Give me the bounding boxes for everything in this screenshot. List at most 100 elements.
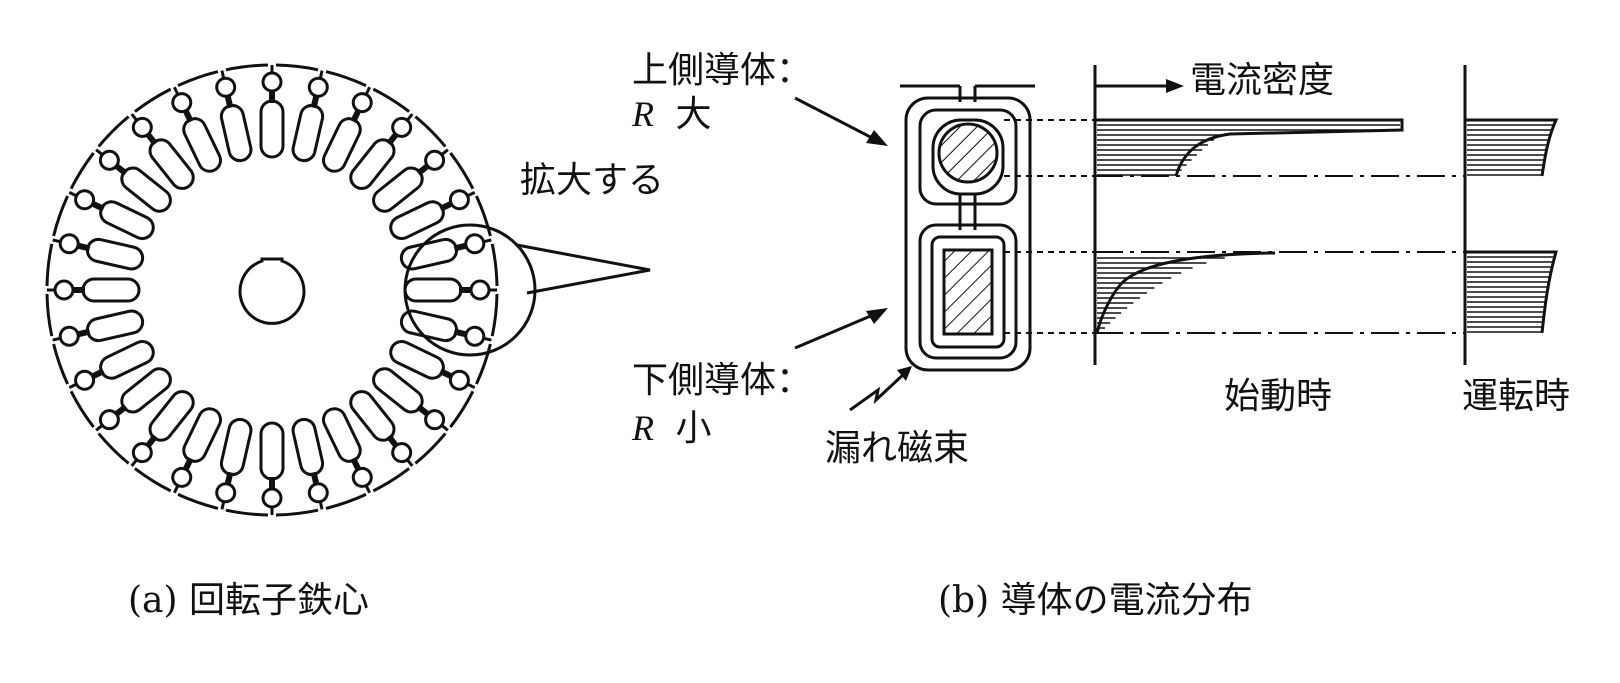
slot-lower-bar bbox=[81, 277, 141, 303]
slot-upper-bar bbox=[53, 279, 75, 301]
upper-slot-wall bbox=[918, 108, 1018, 206]
running-lower-edge bbox=[1465, 250, 1558, 334]
lower-r-symbol: R bbox=[631, 408, 654, 448]
slot-neck bbox=[269, 477, 275, 489]
rotor-slot bbox=[403, 277, 497, 303]
rotor-slot bbox=[68, 189, 155, 241]
slot-opening bbox=[52, 336, 61, 342]
upper-r-symbol: R bbox=[631, 94, 654, 134]
rotor-slot bbox=[321, 407, 373, 494]
slot-upper-bar bbox=[215, 76, 237, 98]
rotor-slot bbox=[130, 113, 195, 190]
slot-lower-bar bbox=[372, 367, 424, 414]
rotor-slot bbox=[52, 233, 145, 271]
slot-opening bbox=[440, 424, 449, 432]
upper-conductor-arrowhead bbox=[866, 130, 888, 146]
slot-opening bbox=[483, 238, 492, 244]
slot-opening bbox=[68, 191, 78, 198]
current-density-arrowhead bbox=[1166, 79, 1184, 93]
upper-conductor-resistance: R 大 bbox=[631, 94, 711, 135]
slot-upper-bar bbox=[307, 482, 329, 504]
running-label: 運転時 bbox=[1462, 376, 1570, 417]
slot-opening bbox=[130, 458, 138, 467]
rotor-slot bbox=[171, 86, 223, 173]
slot-lower-bar bbox=[389, 339, 445, 380]
rotor-core bbox=[45, 63, 499, 517]
rotor-slot bbox=[130, 390, 195, 467]
slot-lower-bar bbox=[120, 166, 172, 213]
slot-upper-bar bbox=[261, 487, 283, 509]
rotor-slot bbox=[389, 339, 476, 391]
rotor-slot bbox=[372, 367, 449, 432]
conductor-arrows bbox=[794, 96, 912, 412]
slot-opening bbox=[220, 501, 226, 510]
slot-lower-bar bbox=[349, 138, 396, 190]
lower-conductor bbox=[942, 248, 994, 336]
lower-conductor-resistance: R 小 bbox=[631, 408, 711, 449]
slot-lower-bar bbox=[148, 138, 195, 190]
slot-lower-bar bbox=[291, 103, 325, 163]
leakage-flux-arrowhead bbox=[897, 366, 912, 381]
slot-upper-bar bbox=[351, 92, 373, 114]
slot-opening bbox=[483, 336, 492, 342]
slot-upper-bar bbox=[469, 279, 491, 301]
rotor-slots bbox=[47, 65, 497, 515]
current-density-label: 電流密度 bbox=[1190, 60, 1334, 101]
leakage-flux-arrow bbox=[849, 371, 907, 412]
slot-opening bbox=[52, 238, 61, 244]
slot-opening bbox=[466, 382, 476, 389]
slot-lower-bar bbox=[403, 277, 463, 303]
rotor-slot bbox=[215, 70, 253, 163]
slot-opening bbox=[95, 148, 104, 156]
leakage-flux-label: 漏れ磁束 bbox=[825, 428, 969, 469]
slot-opening bbox=[173, 86, 180, 96]
upper-slot-inner bbox=[931, 118, 1005, 196]
slot-outer-wall bbox=[904, 96, 1032, 372]
starting-upper-curve bbox=[1095, 118, 1404, 177]
lower-conductor-arrowhead bbox=[866, 308, 888, 324]
running-lower-distribution bbox=[1467, 256, 1554, 333]
upper-conductor bbox=[937, 122, 999, 184]
rotor-slot bbox=[52, 309, 145, 347]
slot-opening bbox=[68, 382, 78, 389]
slot-lower-bar bbox=[99, 339, 155, 380]
slot-lower-bar bbox=[349, 390, 396, 442]
slot-opening bbox=[364, 86, 371, 96]
current-density-plot: 電流密度 始動時 運転時 bbox=[1004, 60, 1570, 417]
slot-opening bbox=[440, 148, 449, 156]
slot-upper-bar bbox=[171, 92, 193, 114]
slot-lower-bar bbox=[321, 117, 362, 173]
slot-opening bbox=[318, 70, 324, 79]
slot-lower-bar bbox=[321, 407, 362, 463]
zoom-pointer bbox=[516, 243, 651, 295]
slot-upper-bar bbox=[448, 369, 470, 391]
slot-lower-bar bbox=[99, 200, 155, 241]
lower-slot-inner bbox=[930, 235, 1006, 349]
rotor-slot bbox=[95, 367, 172, 432]
running-upper-edge bbox=[1465, 118, 1559, 177]
slot-lower-bar bbox=[372, 166, 424, 213]
slot-upper-bar bbox=[74, 189, 96, 211]
rotor-slot bbox=[47, 277, 141, 303]
rotor-slot bbox=[68, 339, 155, 391]
rotor-slot bbox=[259, 65, 285, 159]
caption-a: (a) 回転子鉄心 bbox=[128, 580, 369, 621]
rotor-slot bbox=[321, 86, 373, 173]
slot-upper-bar bbox=[351, 466, 373, 488]
slot-cross-section bbox=[900, 84, 1035, 372]
rotor-slot bbox=[349, 390, 414, 467]
upper-conductor-label: 上側導体： bbox=[632, 50, 812, 91]
slot-lower-bar bbox=[219, 417, 253, 477]
zoom-label: 拡大する bbox=[520, 160, 664, 201]
rotor-slot bbox=[349, 113, 414, 190]
zoom-callout bbox=[403, 223, 651, 357]
slot-opening bbox=[406, 458, 414, 467]
rotor-slot bbox=[291, 70, 329, 163]
rotor-slot bbox=[215, 417, 253, 510]
lower-conductor-label: 下側導体： bbox=[632, 360, 812, 401]
slot-upper-bar bbox=[74, 369, 96, 391]
caption-b: (b) 導体の電流分布 bbox=[938, 580, 1253, 621]
slot-opening bbox=[173, 484, 180, 494]
slot-upper-bar bbox=[448, 189, 470, 211]
